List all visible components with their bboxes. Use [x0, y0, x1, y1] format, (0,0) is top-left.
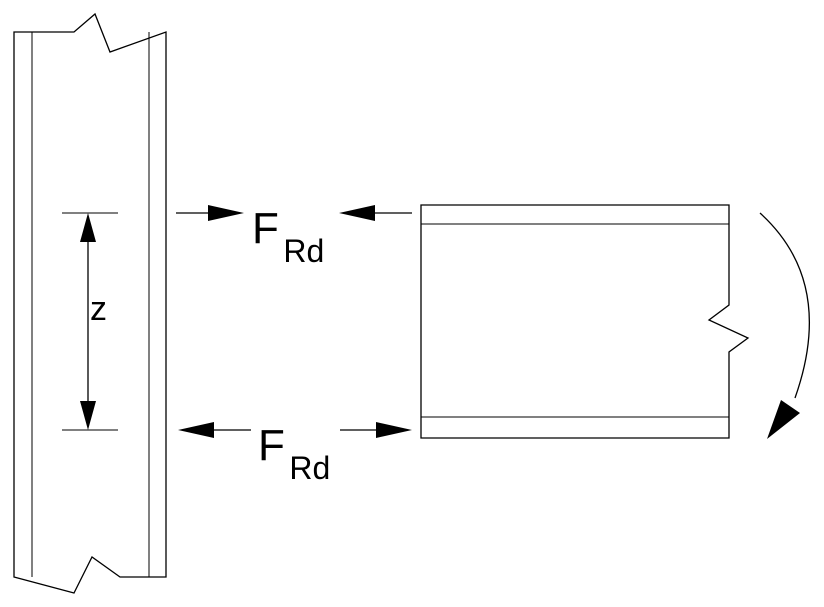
- bottom-force-label: F Rd: [258, 421, 330, 486]
- top-force-subscript: Rd: [283, 233, 324, 269]
- column: [13, 12, 167, 594]
- moment-arrowhead: [767, 400, 800, 439]
- beam-outline: [420, 204, 750, 439]
- bottom-force-subscript: Rd: [289, 450, 330, 486]
- lever-arm-dimension: z: [62, 212, 118, 431]
- moment: [759, 212, 810, 439]
- bottom-force-right-arrowhead: [376, 422, 412, 438]
- top-force-pair: F Rd: [176, 204, 412, 269]
- bottom-force-symbol: F: [258, 421, 285, 470]
- top-force-label: F Rd: [252, 204, 324, 269]
- lever-arm-label: z: [90, 290, 107, 328]
- beam: [420, 204, 750, 439]
- bottom-force-pair: F Rd: [178, 421, 412, 486]
- bottom-force-left-arrowhead: [178, 422, 214, 438]
- top-force-right-arrowhead: [339, 205, 375, 221]
- moment-curved-arrow-shaft: [759, 212, 810, 399]
- top-force-left-arrowhead: [208, 205, 244, 221]
- lever-arm-bottom-arrowhead: [80, 401, 96, 430]
- lever-arm-top-arrowhead: [80, 213, 96, 242]
- column-outer-outline: [13, 12, 167, 594]
- top-force-symbol: F: [252, 204, 279, 253]
